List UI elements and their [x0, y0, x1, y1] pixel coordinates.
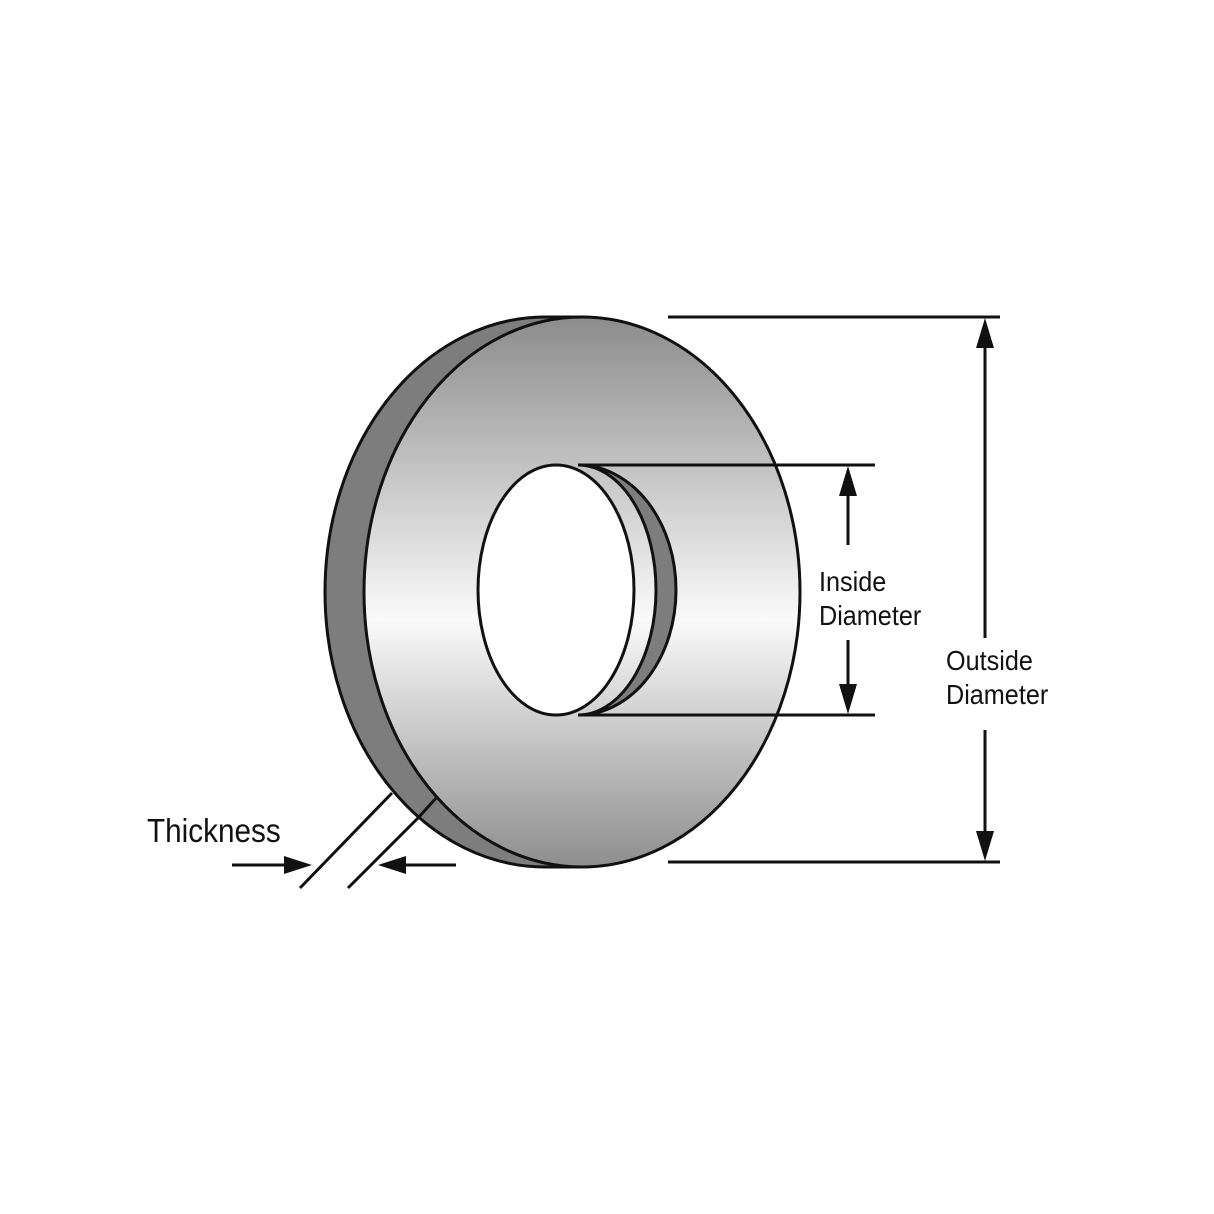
outside-diameter-label-line2: Diameter	[946, 679, 1049, 711]
thickness-label: Thickness	[147, 812, 281, 849]
thickness-arrow-right-head	[378, 856, 406, 874]
thickness-band-marker	[416, 795, 439, 820]
thickness-extension-line-right	[346, 816, 420, 890]
inside-arrow-down-head	[839, 684, 857, 714]
outside-arrow-down-head	[976, 831, 994, 861]
outside-diameter-label: Outside Diameter	[946, 644, 1048, 712]
washer-hole	[476, 463, 636, 717]
thickness-extension-line-left	[298, 791, 394, 890]
inside-diameter-label-line1: Inside	[819, 566, 887, 597]
inside-diameter-label-line2: Diameter	[819, 600, 922, 632]
outside-arrow-up-head	[976, 318, 994, 348]
inside-arrow-up-head	[839, 466, 857, 496]
inside-diameter-label: Inside Diameter	[819, 565, 921, 633]
hole-inner-wall	[577, 463, 678, 717]
outside-diameter-label-line1: Outside	[946, 645, 1033, 676]
thickness-arrow-left-head	[284, 856, 312, 874]
